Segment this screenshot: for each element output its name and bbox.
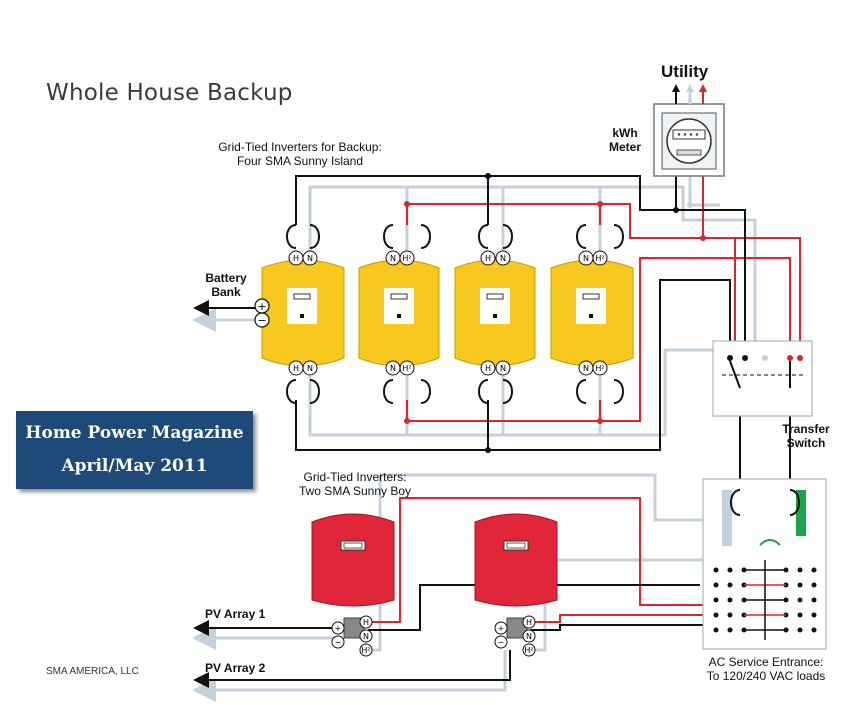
terminal-h2-label: H² bbox=[595, 254, 604, 263]
battery-terminals: + − bbox=[254, 298, 270, 328]
sunny-boy-2 bbox=[474, 513, 558, 607]
pv2-plus-label: + bbox=[498, 624, 505, 633]
meter-label: kWh Meter bbox=[600, 126, 650, 154]
jumper-loops bbox=[286, 224, 624, 404]
terminal-n-label: N bbox=[390, 364, 396, 373]
terminal-n-label: N bbox=[390, 254, 396, 263]
kwh-meter bbox=[653, 103, 725, 177]
terminal-h-label: H bbox=[485, 254, 491, 263]
terminal-n-label: N bbox=[583, 364, 589, 373]
pv-array-1-label: PV Array 1 bbox=[205, 607, 266, 621]
page-title: Whole House Backup bbox=[46, 80, 293, 106]
neutral-wires bbox=[192, 90, 767, 702]
ac-service-title: AC Service Entrance: bbox=[708, 655, 824, 669]
meter-label-line1: kWh bbox=[612, 126, 638, 140]
battery-label-line1: Battery bbox=[205, 271, 247, 285]
utility-label: Utility bbox=[661, 62, 709, 81]
si-bottom-terminals: H N N H² H N N H² bbox=[288, 360, 608, 376]
transfer-switch bbox=[712, 340, 813, 417]
sunny-island-1 bbox=[261, 259, 345, 367]
meter-label-line2: Meter bbox=[608, 140, 641, 154]
backup-inverters-subtitle: Four SMA Sunny Island bbox=[236, 154, 364, 168]
sunny-boy-1 bbox=[311, 513, 395, 607]
sb2-h2-label: H² bbox=[524, 646, 533, 655]
pv1-minus-label: − bbox=[335, 638, 342, 647]
transfer-switch-label: Transfer Switch bbox=[776, 422, 836, 450]
terminal-h-label: H bbox=[485, 364, 491, 373]
utility-arrows bbox=[672, 84, 707, 104]
sb1-n-label: N bbox=[363, 632, 369, 641]
magazine-badge: Home Power Magazine April/May 2011 bbox=[16, 411, 253, 489]
battery-minus-label: − bbox=[257, 314, 266, 327]
terminal-n-label: N bbox=[307, 254, 313, 263]
sb2-h-label: H bbox=[526, 618, 532, 627]
terminal-h-label: H bbox=[293, 364, 299, 373]
pv1-plus-label: + bbox=[335, 624, 342, 633]
ac-service-label: AC Service Entrance: To 120/240 VAC load… bbox=[686, 655, 846, 683]
ac-service-subtitle: To 120/240 VAC loads bbox=[706, 669, 826, 683]
sunny-island-4 bbox=[550, 259, 634, 367]
pv2-minus-label: − bbox=[498, 638, 505, 647]
sunny-island-2 bbox=[358, 259, 440, 367]
pv-array-2-label: PV Array 2 bbox=[205, 661, 266, 675]
badge-line1: Home Power Magazine bbox=[25, 423, 244, 443]
terminal-n-label: N bbox=[500, 364, 506, 373]
sb2-n-label: N bbox=[526, 632, 532, 641]
sunny-boy-inverters bbox=[311, 513, 558, 607]
terminal-h2-label: H² bbox=[402, 254, 411, 263]
battery-bank-label: Battery Bank bbox=[196, 271, 256, 299]
grid-tied-title: Grid-Tied Inverters: bbox=[303, 470, 407, 484]
junction-dots bbox=[404, 173, 706, 453]
si-top-terminals: H N N H² H N N H² bbox=[288, 250, 608, 266]
sunny-boy-terminals: + − H N H² + − H N H² bbox=[331, 615, 536, 657]
transfer-switch-line2: Switch bbox=[786, 436, 826, 450]
terminal-n-label: N bbox=[583, 254, 589, 263]
backup-inverters-title: Grid-Tied Inverters for Backup: bbox=[218, 140, 382, 154]
grid-tied-label: Grid-Tied Inverters: Two SMA Sunny Boy bbox=[270, 470, 440, 498]
sb1-h-label: H bbox=[363, 618, 369, 627]
backup-inverters-label: Grid-Tied Inverters for Backup: Four SMA… bbox=[180, 140, 420, 168]
badge-line2: April/May 2011 bbox=[61, 456, 208, 476]
battery-plus-label: + bbox=[257, 300, 266, 313]
transfer-switch-line1: Transfer bbox=[782, 422, 830, 436]
sb1-h2-label: H² bbox=[361, 646, 370, 655]
sunny-island-3 bbox=[454, 259, 536, 367]
terminal-n-label: N bbox=[307, 364, 313, 373]
ac-service-panel bbox=[702, 478, 827, 650]
terminal-h2-label: H² bbox=[402, 364, 411, 373]
battery-label-line2: Bank bbox=[211, 285, 241, 299]
terminal-n-label: N bbox=[500, 254, 506, 263]
credit-text: SMA AMERICA, LLC bbox=[46, 666, 139, 677]
grid-tied-subtitle: Two SMA Sunny Boy bbox=[298, 484, 412, 498]
terminal-h2-label: H² bbox=[595, 364, 604, 373]
terminal-h-label: H bbox=[293, 254, 299, 263]
sunny-island-inverters bbox=[261, 259, 634, 367]
